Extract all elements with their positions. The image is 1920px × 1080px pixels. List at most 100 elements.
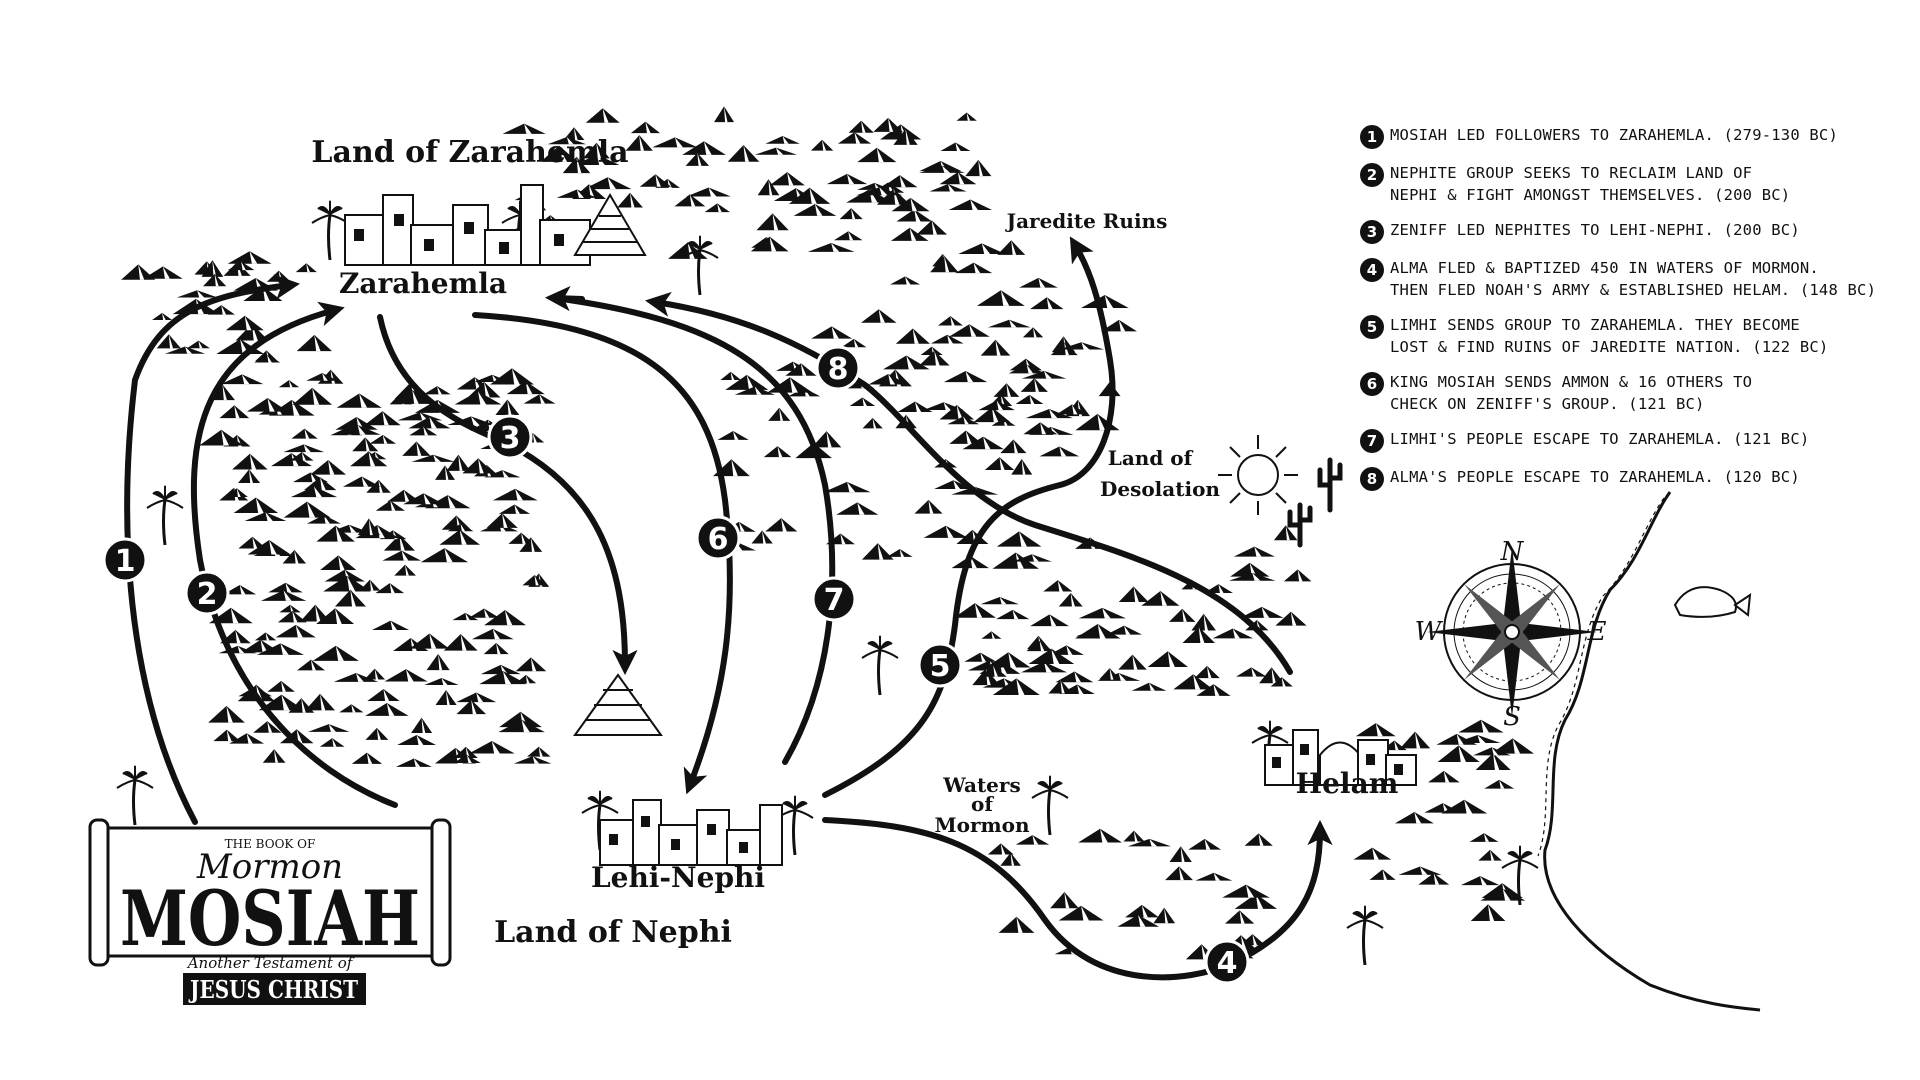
mountain-icon: [948, 199, 993, 211]
mountain-icon: [943, 370, 988, 383]
legend-number: 7: [1360, 429, 1384, 453]
mountain-icon: [916, 220, 948, 235]
mountain-icon: [848, 120, 874, 133]
mountain-highlight: [1258, 833, 1264, 846]
mountain-icon: [1020, 378, 1048, 392]
mountain-highlight: [294, 549, 299, 564]
mountain-highlight: [847, 481, 856, 493]
mountain-highlight: [332, 738, 337, 747]
mountain-highlight: [995, 339, 1001, 356]
mountain-highlight: [474, 377, 481, 390]
legend-item: 7Limhi's people escape to Zarahemla. (12…: [1360, 428, 1890, 453]
mountain-highlight: [390, 620, 397, 631]
mountain-highlight: [265, 632, 270, 641]
mountain-icon: [625, 135, 653, 151]
mountain-icon: [387, 489, 421, 502]
mountain-highlight: [406, 669, 414, 682]
mountain-highlight: [239, 584, 246, 595]
mountain-highlight: [538, 746, 543, 757]
mountain-icon: [424, 677, 459, 686]
mountain-highlight: [1064, 892, 1070, 909]
mountain-highlight: [1081, 905, 1089, 921]
mountain-icon: [351, 752, 383, 764]
mountain-icon: [402, 441, 431, 456]
mountain-icon: [1075, 623, 1121, 639]
mountain-highlight: [777, 446, 783, 458]
mountain-highlight: [1414, 811, 1422, 824]
mountain-highlight: [1066, 645, 1073, 655]
mountain-icon: [375, 583, 405, 594]
mountain-icon: [1147, 651, 1188, 667]
mountain-highlight: [534, 575, 539, 586]
mountain-highlight: [787, 172, 794, 186]
mountain-highlight: [1160, 591, 1168, 606]
mountain-highlight: [471, 699, 477, 715]
mountain-highlight: [1016, 678, 1025, 695]
mountain-icon: [254, 354, 281, 363]
mountain-highlight: [596, 154, 605, 166]
mountain-icon: [717, 431, 749, 440]
mountain-highlight: [1442, 803, 1450, 813]
mountain-highlight: [1074, 671, 1082, 683]
mountain-highlight: [840, 533, 846, 545]
mountain-highlight: [502, 470, 509, 478]
mountain-icon: [953, 603, 996, 618]
mountain-icon: [320, 555, 357, 571]
mountain-icon: [1081, 294, 1129, 309]
mountain-highlight: [401, 550, 409, 561]
mountain-highlight: [854, 132, 861, 144]
mountain-highlight: [226, 729, 232, 742]
mountain-icon: [704, 203, 730, 213]
compass-rose-icon: [1427, 547, 1597, 717]
mountain-highlight: [899, 549, 905, 557]
mountain-highlight: [730, 371, 735, 380]
mountain-highlight: [438, 653, 443, 671]
mountain-highlight: [1049, 408, 1058, 419]
mountain-highlight: [789, 377, 798, 393]
mountain-highlight: [1382, 869, 1388, 880]
mountain-icon: [849, 397, 876, 406]
mountain-icon: [1283, 569, 1312, 582]
mountain-highlight: [386, 703, 395, 716]
mountain-icon: [312, 645, 359, 661]
mountain-icon: [1230, 562, 1270, 577]
mountain-highlight: [1118, 672, 1127, 681]
route-1-path: [124, 274, 301, 825]
mountain-icon: [323, 575, 371, 592]
mountain-icon: [1473, 747, 1511, 756]
mountain-highlight: [389, 583, 395, 594]
mountain-icon: [199, 429, 244, 446]
legend-text: Alma's people escape to Zarahemla. (120 …: [1390, 466, 1800, 488]
mountain-icon: [305, 693, 335, 711]
mountain-highlight: [347, 575, 356, 592]
mountain-highlight: [1141, 904, 1148, 918]
coastline: [1543, 491, 1761, 1012]
mountain-highlight: [878, 309, 885, 323]
mountain-highlight: [1456, 733, 1464, 745]
mountain-icon: [949, 430, 983, 444]
mountain-highlight: [848, 231, 854, 241]
mountain-icon: [1028, 648, 1075, 665]
mountain-highlight: [762, 530, 766, 544]
mountain-highlight: [416, 441, 422, 456]
mountain-highlight: [484, 608, 490, 618]
mountain-highlight: [974, 603, 983, 618]
mountain-icon: [156, 334, 181, 349]
mountain-icon: [1125, 904, 1159, 918]
mountain-icon: [1043, 580, 1073, 592]
mountain-highlight: [970, 555, 977, 569]
mountain-icon: [861, 309, 897, 323]
mountain-highlight: [1375, 723, 1383, 737]
mountain-icon: [1195, 872, 1233, 881]
mountain-highlight: [1149, 682, 1156, 691]
mountain-highlight: [491, 740, 500, 754]
mountain-icon: [1441, 799, 1488, 814]
mountain-icon: [1270, 677, 1293, 687]
legend-number: 2: [1360, 163, 1384, 187]
legend-line: Mosiah led followers to Zarahemla. (279-…: [1390, 126, 1838, 144]
mountain-icon: [788, 187, 831, 204]
mountain-icon: [720, 371, 742, 380]
mountain-highlight: [429, 633, 437, 649]
zarahemla-city-icon: [344, 184, 591, 266]
legend-item: 1Mosiah led followers to Zarahemla. (279…: [1360, 124, 1890, 149]
